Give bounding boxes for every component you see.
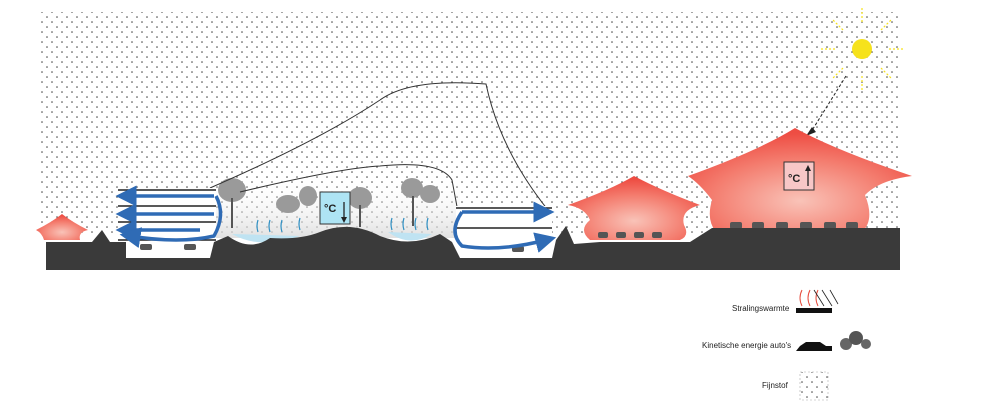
thermometer-cool: °C — [319, 191, 351, 225]
legend-car-exhaust-icon — [796, 331, 871, 351]
water-basin-right — [388, 232, 432, 241]
cool-air-flow-right — [453, 201, 557, 253]
building-outline-outer — [209, 82, 549, 211]
ground-terrain — [46, 226, 900, 270]
thermometer-hot: °C — [783, 161, 815, 191]
evaporation-arrows — [256, 217, 429, 233]
thermo-hot-label: °C — [788, 173, 800, 185]
heat-plume-small — [36, 214, 88, 240]
cool-air-flow-left — [115, 185, 223, 249]
legend-radiant-heat-icon — [796, 289, 839, 313]
legend-label-radiant-heat: Stralingswarmte — [732, 304, 790, 313]
legend-label-kinetic-energy: Kinetische energie auto's — [702, 341, 792, 350]
trees — [218, 178, 440, 228]
car-row-right — [598, 222, 858, 238]
building-left — [118, 188, 216, 256]
thermo-cool-label: °C — [324, 203, 336, 215]
sun-icon — [821, 8, 903, 90]
legend-label-particulate: Fijnstof — [762, 381, 788, 390]
building-outline-inner — [239, 164, 459, 213]
legend-particulate-icon — [799, 371, 829, 401]
sun-ray-arrow — [810, 75, 847, 133]
heat-plume-medium — [568, 176, 700, 240]
